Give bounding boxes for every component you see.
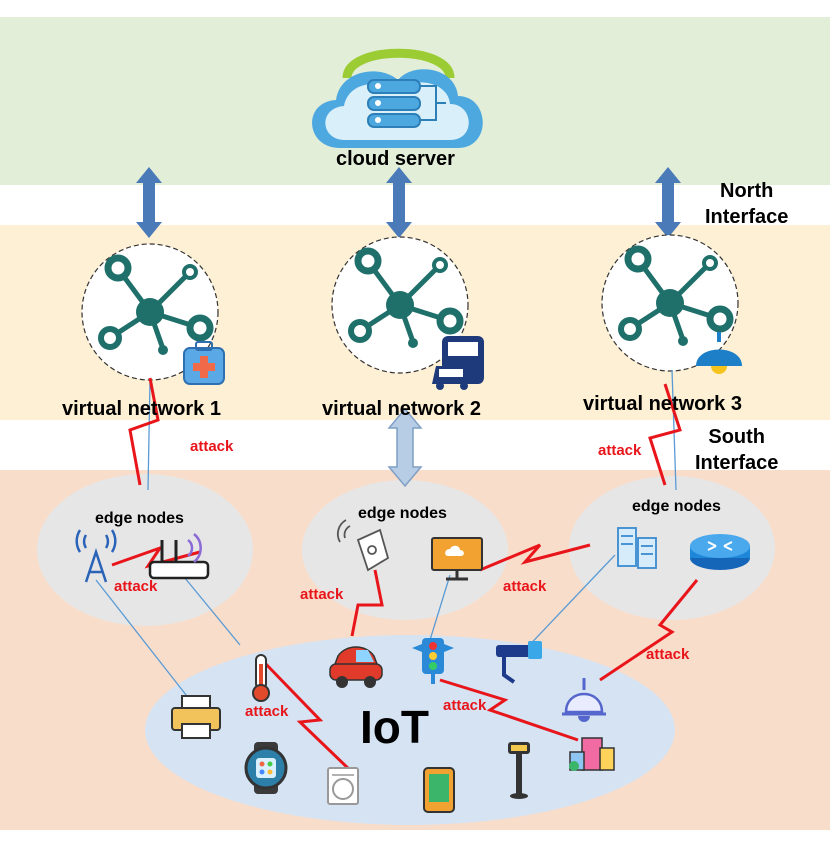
cloud-server-icon	[312, 48, 483, 148]
network-router-icon	[690, 534, 750, 570]
north-interface-line-2: Interface	[705, 206, 789, 228]
thermometer-icon	[252, 654, 270, 702]
north-interface-label: North Interface	[705, 178, 788, 230]
edge-cluster-3	[569, 476, 775, 620]
attack-label-edge3: attack	[503, 578, 547, 595]
virtual-network-1-label: virtual network 1	[62, 398, 221, 420]
traffic-light-icon	[412, 638, 454, 684]
south-interface-line-1: South	[708, 426, 766, 448]
edge-cluster-3-label: edge nodes	[632, 498, 721, 515]
virtual-network-3-label: virtual network 3	[583, 393, 742, 415]
smartwatch-icon	[244, 742, 288, 794]
south-interface-line-2: Interface	[695, 452, 779, 474]
attack-label-edge2: attack	[300, 586, 344, 603]
iot-label: IoT	[360, 701, 429, 753]
printer-icon	[171, 695, 221, 739]
edge-cluster-1	[37, 474, 253, 626]
smartphone-icon	[423, 767, 455, 813]
north-arrow-3	[655, 167, 681, 238]
north-arrow-2	[386, 167, 412, 238]
pendant-lamp-icon	[562, 678, 606, 722]
attack-label-vn3: attack	[598, 442, 642, 459]
street-lamp-icon	[508, 742, 530, 799]
sensor-tag-icon	[336, 519, 390, 572]
virtual-network-2-node	[331, 236, 469, 374]
attack-label-router: attack	[646, 646, 690, 663]
attack-label-thermo: attack	[245, 703, 289, 720]
edge-cluster-2	[302, 480, 508, 620]
south-arrow-2	[387, 407, 423, 488]
south-interface-label: South Interface	[695, 424, 778, 476]
attack-label-edge1: attack	[114, 578, 158, 595]
vehicles-icon	[432, 336, 484, 390]
monitor-icon	[431, 537, 483, 581]
cloud-server-label: cloud server	[336, 148, 455, 170]
attack-label-traffic: attack	[443, 697, 487, 714]
edge-cluster-1-label: edge nodes	[95, 510, 184, 527]
device-links	[95, 369, 677, 701]
attack-label-vn1: attack	[190, 438, 234, 455]
building-icon	[569, 737, 615, 771]
edge-cluster-2-label: edge nodes	[358, 505, 447, 522]
signal-tower-icon	[75, 529, 117, 583]
north-interface-line-1: North	[720, 180, 774, 202]
wifi-router-icon	[148, 533, 210, 580]
camera-icon	[496, 641, 542, 684]
attack-links	[111, 377, 699, 774]
washing-machine-icon	[327, 767, 359, 805]
north-arrow-1	[136, 167, 162, 238]
virtual-network-2-label: virtual network 2	[322, 398, 481, 420]
medical-kit-icon	[183, 341, 225, 385]
car-icon	[329, 646, 383, 688]
server-rack-icon	[617, 527, 657, 569]
ceiling-lamp-icon	[696, 332, 742, 374]
virtual-network-3-node	[601, 234, 739, 372]
